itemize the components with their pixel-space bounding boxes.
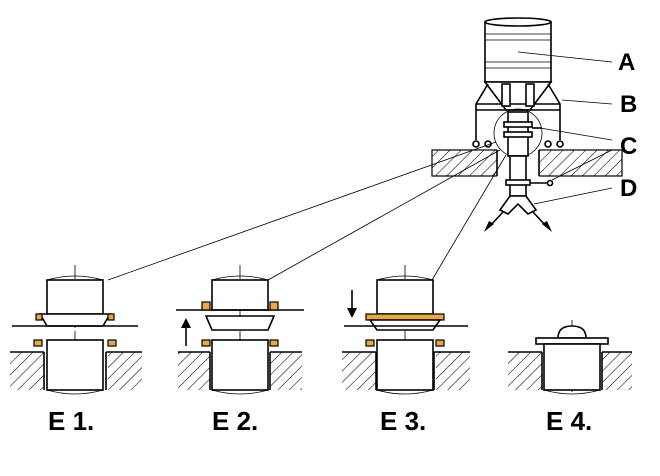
- callout-a: A: [618, 49, 635, 76]
- coupling-valve: [493, 108, 543, 158]
- leader-d: [533, 187, 613, 205]
- leader-b: [561, 99, 613, 105]
- leader-c2: [551, 149, 613, 181]
- step-label-e1: E 1.: [48, 406, 94, 436]
- step-e3-detail: E 3.: [342, 265, 470, 436]
- leader-a: [517, 51, 613, 63]
- support-frame: [472, 83, 564, 148]
- callout-b: B: [620, 91, 637, 118]
- raise-arrow-icon: [181, 318, 191, 328]
- callout-c: C: [620, 133, 637, 160]
- hopper-drum: [483, 17, 553, 111]
- step-e2-detail: E 2.: [176, 265, 304, 436]
- lower-arrow-icon: [347, 308, 357, 318]
- hopper-assembly: A B C D: [431, 17, 637, 232]
- flow-arrow-right: [542, 221, 552, 232]
- step-label-e2: E 2.: [212, 406, 258, 436]
- step-label-e3: E 3.: [380, 406, 426, 436]
- step-e1-detail: E 1.: [10, 265, 142, 436]
- y-splitter: [484, 195, 552, 232]
- step-label-e4: E 4.: [546, 406, 592, 436]
- leader-c1: [539, 127, 613, 141]
- flow-arrow-left: [484, 221, 494, 232]
- callout-d: D: [620, 175, 637, 202]
- step-e4-detail: E 4.: [508, 320, 632, 436]
- projection-lines: [107, 141, 507, 281]
